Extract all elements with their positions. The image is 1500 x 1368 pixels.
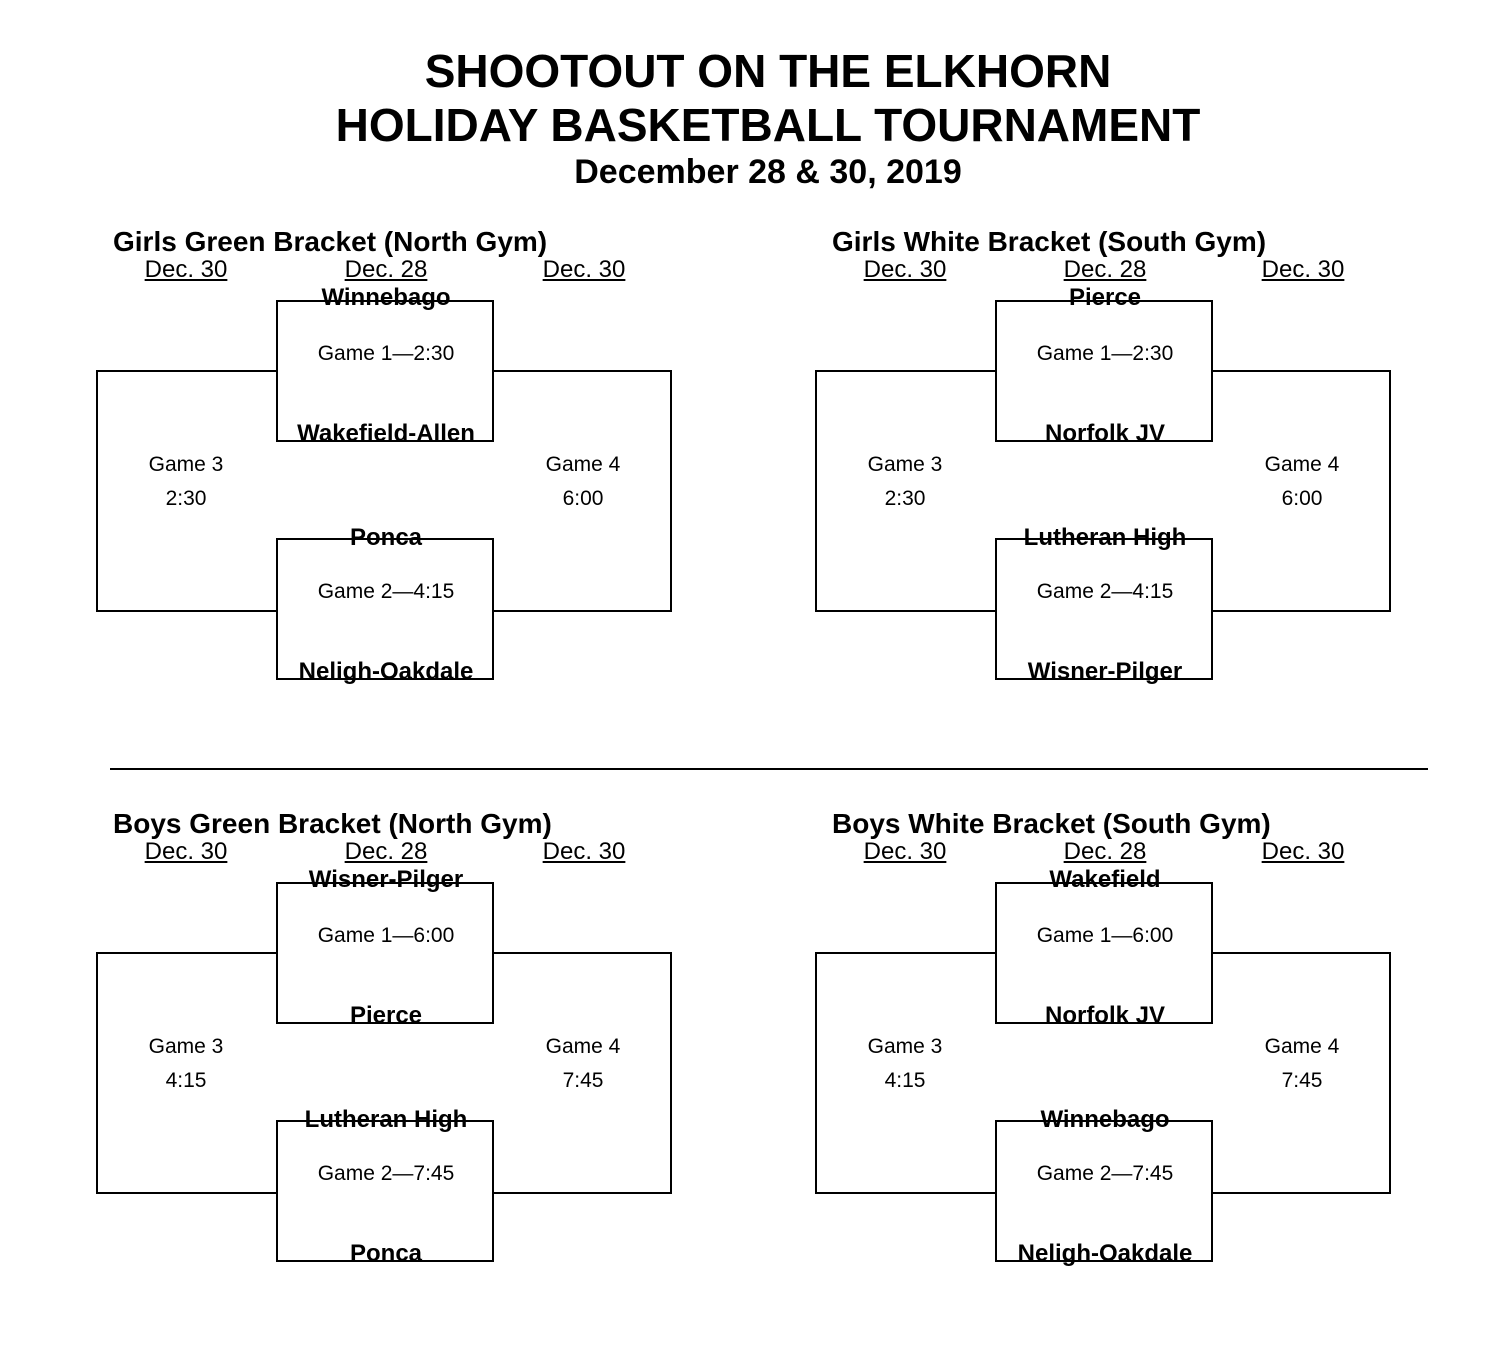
- game4-bracket-line: [1209, 952, 1391, 1194]
- game4-time: 6:00: [562, 487, 604, 510]
- bracket-3: Boys White Bracket (South Gym) Dec. 30 D…: [815, 808, 1500, 1368]
- game2-box: [995, 538, 1213, 680]
- game1-team-bottom: Norfolk JV: [1044, 420, 1166, 447]
- game2-box: [276, 538, 494, 680]
- game3-bracket-line: [815, 370, 998, 612]
- game3-bracket-line: [96, 952, 279, 1194]
- bracket-title: Girls Green Bracket (North Gym): [113, 226, 548, 257]
- game3-label: Game 3: [867, 1035, 943, 1058]
- game2-team-top: Lutheran High: [304, 1106, 468, 1133]
- section-divider: [110, 768, 1428, 770]
- game2-label: Game 2—4:15: [317, 580, 455, 603]
- game4-time: 7:45: [562, 1069, 604, 1092]
- bracket-2: Boys Green Bracket (North Gym) Dec. 30 D…: [96, 808, 816, 1368]
- game3-time: 4:15: [165, 1069, 207, 1092]
- game2-team-bottom: Neligh-Oakdale: [298, 658, 474, 685]
- date-left: Dec. 30: [144, 838, 228, 865]
- game3-info: Game 3 2:30: [835, 448, 975, 516]
- game2-team-top: Lutheran High: [1023, 524, 1187, 551]
- game1-team-bottom: Pierce: [349, 1002, 423, 1029]
- game3-label: Game 3: [148, 1035, 224, 1058]
- game4-info: Game 4 7:45: [513, 1030, 653, 1098]
- game1-label: Game 1—6:00: [317, 924, 455, 947]
- game3-info: Game 3 4:15: [116, 1030, 256, 1098]
- bracket-title: Girls White Bracket (South Gym): [832, 226, 1267, 257]
- game3-label: Game 3: [867, 453, 943, 476]
- date-center: Dec. 28: [1063, 256, 1147, 283]
- game4-bracket-line: [490, 370, 672, 612]
- game3-info: Game 3 4:15: [835, 1030, 975, 1098]
- game1-team-top: Wakefield: [1049, 866, 1161, 893]
- bracket-0: Girls Green Bracket (North Gym) Dec. 30 …: [96, 226, 816, 786]
- game3-info: Game 3 2:30: [116, 448, 256, 516]
- game3-time: 4:15: [884, 1069, 926, 1092]
- game2-team-bottom: Wisner-Pilger: [1027, 658, 1183, 685]
- game3-time: 2:30: [884, 487, 926, 510]
- date-left: Dec. 30: [144, 256, 228, 283]
- title-line-1: SHOOTOUT ON THE ELKHORN: [424, 45, 1112, 97]
- game4-label: Game 4: [1264, 453, 1340, 476]
- title-line-2: HOLIDAY BASKETBALL TOURNAMENT: [335, 99, 1201, 151]
- game4-info: Game 4 6:00: [1232, 448, 1372, 516]
- game3-bracket-line: [815, 952, 998, 1194]
- game4-bracket-line: [490, 952, 672, 1194]
- game2-label: Game 2—7:45: [1036, 1162, 1174, 1185]
- game1-team-top: Winnebago: [321, 284, 451, 311]
- game1-label: Game 1—6:00: [1036, 924, 1174, 947]
- game1-team-top: Pierce: [1068, 284, 1142, 311]
- tournament-header: SHOOTOUT ON THE ELKHORN HOLIDAY BASKETBA…: [0, 44, 1500, 192]
- game1-team-bottom: Wakefield-Allen: [297, 420, 475, 447]
- bracket-1: Girls White Bracket (South Gym) Dec. 30 …: [815, 226, 1500, 786]
- game2-label: Game 2—7:45: [317, 1162, 455, 1185]
- date-center: Dec. 28: [344, 838, 428, 865]
- game4-label: Game 4: [1264, 1035, 1340, 1058]
- game4-label: Game 4: [545, 1035, 621, 1058]
- date-center: Dec. 28: [1063, 838, 1147, 865]
- game1-box: [276, 300, 494, 442]
- game1-label: Game 1—2:30: [317, 342, 455, 365]
- bracket-title: Boys White Bracket (South Gym): [832, 808, 1271, 839]
- game2-team-bottom: Ponca: [349, 1240, 423, 1267]
- date-center: Dec. 28: [344, 256, 428, 283]
- game2-team-top: Ponca: [349, 524, 423, 551]
- game1-team-bottom: Norfolk JV: [1044, 1002, 1166, 1029]
- game2-box: [276, 1120, 494, 1262]
- date-left: Dec. 30: [863, 256, 947, 283]
- game4-time: 7:45: [1281, 1069, 1323, 1092]
- game2-team-bottom: Neligh-Oakdale: [1017, 1240, 1193, 1267]
- game1-box: [995, 300, 1213, 442]
- date-right: Dec. 30: [542, 256, 626, 283]
- tournament-dates: December 28 & 30, 2019: [574, 153, 962, 191]
- game1-team-top: Wisner-Pilger: [308, 866, 464, 893]
- date-left: Dec. 30: [863, 838, 947, 865]
- game1-label: Game 1—2:30: [1036, 342, 1174, 365]
- game1-box: [276, 882, 494, 1024]
- game1-box: [995, 882, 1213, 1024]
- game2-team-top: Winnebago: [1040, 1106, 1170, 1133]
- date-right: Dec. 30: [1261, 256, 1345, 283]
- game2-label: Game 2—4:15: [1036, 580, 1174, 603]
- game4-info: Game 4 7:45: [1232, 1030, 1372, 1098]
- game3-label: Game 3: [148, 453, 224, 476]
- game3-time: 2:30: [165, 487, 207, 510]
- game3-bracket-line: [96, 370, 279, 612]
- game2-box: [995, 1120, 1213, 1262]
- date-right: Dec. 30: [542, 838, 626, 865]
- game4-time: 6:00: [1281, 487, 1323, 510]
- game4-bracket-line: [1209, 370, 1391, 612]
- game4-label: Game 4: [545, 453, 621, 476]
- date-right: Dec. 30: [1261, 838, 1345, 865]
- bracket-title: Boys Green Bracket (North Gym): [113, 808, 552, 839]
- game4-info: Game 4 6:00: [513, 448, 653, 516]
